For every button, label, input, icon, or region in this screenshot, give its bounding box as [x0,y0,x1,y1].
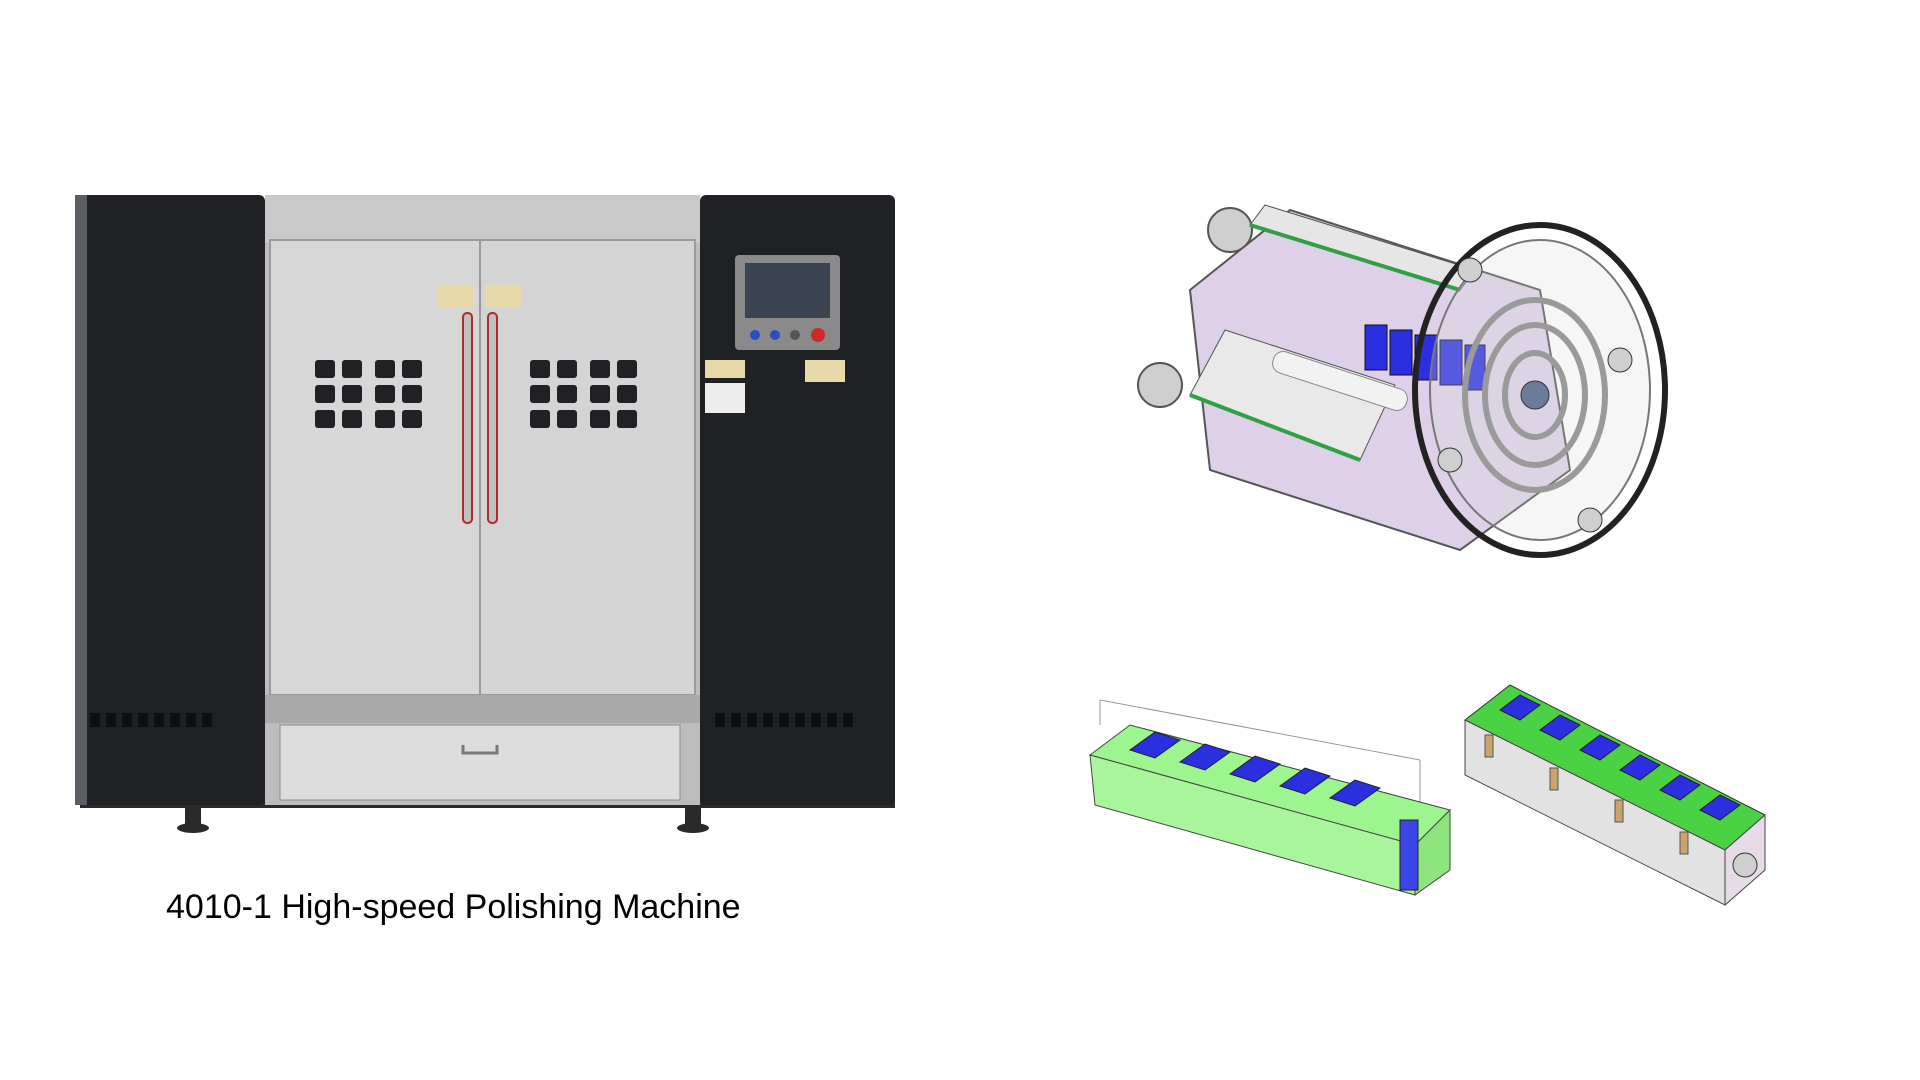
tray-cad-drawing-grey [1455,670,1775,910]
machine-photo [70,185,900,845]
drum-cad-drawing [1130,170,1690,600]
tray-cad-drawing-green [1070,670,1460,910]
machine-caption: 4010-1 High-speed Polishing Machine [166,888,741,926]
